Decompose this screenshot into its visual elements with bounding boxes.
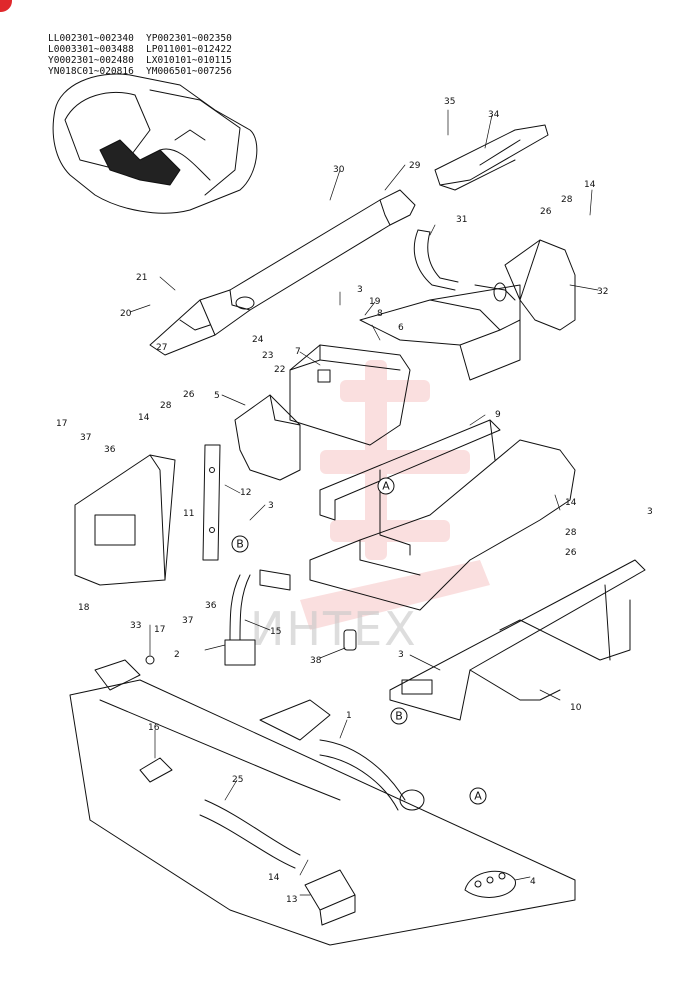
part-plate-18 xyxy=(74,454,176,586)
callout-3: 3 xyxy=(268,501,274,511)
serial-range: YN018C01~020816 xyxy=(48,66,134,77)
callout-9: 9 xyxy=(495,410,501,420)
part-bracket-assembly-6-7-8 xyxy=(289,284,521,446)
part-cover-34 xyxy=(434,124,549,191)
callout-12: 12 xyxy=(240,488,251,498)
serial-range: Y0002301~002480 xyxy=(48,55,134,66)
callout-21: 21 xyxy=(136,273,147,283)
watermark-text: ИНТЕХ xyxy=(250,602,418,656)
svg-text:B: B xyxy=(395,710,403,723)
callout-36: 36 xyxy=(205,601,217,611)
callout-15: 15 xyxy=(270,627,281,637)
callout-16: 16 xyxy=(148,723,160,733)
part-duct-5 xyxy=(234,394,301,481)
callout-28: 28 xyxy=(565,528,577,538)
callout-5: 5 xyxy=(214,391,220,401)
callout-10: 10 xyxy=(570,703,582,713)
reference-marker-b-1: B xyxy=(231,535,249,553)
callout-1: 1 xyxy=(346,711,352,721)
callout-7: 7 xyxy=(295,347,301,357)
reference-marker-a-1: A xyxy=(377,477,395,495)
serial-number-ranges: LL002301~002340 YP002301~002350 L0003301… xyxy=(48,33,256,77)
callout-33: 33 xyxy=(130,621,141,631)
machine-overview-inset xyxy=(52,73,258,214)
callout-2: 2 xyxy=(174,650,180,660)
callout-24: 24 xyxy=(252,335,264,345)
callout-25: 25 xyxy=(232,775,243,785)
callout-37: 37 xyxy=(182,616,193,626)
reference-marker-a-2: A xyxy=(469,787,487,805)
callout-27: 27 xyxy=(156,343,167,353)
reference-marker-b-2: B xyxy=(390,707,408,725)
callout-37: 37 xyxy=(80,433,91,443)
callout-32: 32 xyxy=(597,287,608,297)
callout-17: 17 xyxy=(56,419,67,429)
serial-range: L0003301~003488 xyxy=(48,44,134,55)
part-cover-29 xyxy=(149,189,416,356)
leader-lines xyxy=(129,109,599,896)
callout-14: 14 xyxy=(138,413,150,423)
callout-20: 20 xyxy=(120,309,132,319)
callout-8: 8 xyxy=(377,309,383,319)
callout-35: 35 xyxy=(444,97,455,107)
callout-3: 3 xyxy=(357,285,363,295)
callout-14: 14 xyxy=(268,873,280,883)
callout-labels: 35 34 30 29 14 28 26 31 32 21 20 3 19 8 … xyxy=(56,97,653,905)
serial-range: LP011001~012422 xyxy=(146,44,232,55)
serial-range: YM006501~007256 xyxy=(146,66,232,77)
part-frame-9 xyxy=(319,419,501,556)
serial-range: LL002301~002340 xyxy=(48,33,134,44)
callout-26: 26 xyxy=(565,548,577,558)
callout-28: 28 xyxy=(561,195,573,205)
part-bracket-15 xyxy=(224,569,291,666)
callout-4: 4 xyxy=(530,877,536,887)
serial-range: LX010101~010115 xyxy=(146,55,232,66)
callout-19: 19 xyxy=(369,297,381,307)
part-chassis-plate xyxy=(309,439,576,611)
svg-text:A: A xyxy=(474,790,482,803)
part-38 xyxy=(343,629,357,651)
part-lamp-33 xyxy=(94,655,155,691)
svg-text:A: A xyxy=(382,480,390,493)
callout-26: 26 xyxy=(183,390,195,400)
callout-29: 29 xyxy=(409,161,421,171)
callout-11: 11 xyxy=(183,509,194,519)
part-hose-25 xyxy=(199,799,301,869)
callout-31: 31 xyxy=(456,215,467,225)
callout-30: 30 xyxy=(333,165,345,175)
part-16 xyxy=(139,757,173,783)
callout-22: 22 xyxy=(274,365,285,375)
part-filter-32 xyxy=(474,239,576,331)
callout-26: 26 xyxy=(540,207,552,217)
callout-3: 3 xyxy=(398,650,404,660)
serial-range: YP002301~002350 xyxy=(146,33,232,44)
callout-6: 6 xyxy=(398,323,404,333)
part-bracket-13 xyxy=(304,869,356,926)
callout-14: 14 xyxy=(584,180,596,190)
callout-13: 13 xyxy=(286,895,297,905)
svg-text:B: B xyxy=(236,538,244,551)
callout-34: 34 xyxy=(488,110,500,120)
callout-18: 18 xyxy=(78,603,90,613)
callout-14: 14 xyxy=(565,498,577,508)
callout-17: 17 xyxy=(154,625,165,635)
callout-3: 3 xyxy=(647,507,653,517)
callout-28: 28 xyxy=(160,401,172,411)
part-grommet-4 xyxy=(464,870,516,898)
callout-23: 23 xyxy=(262,351,273,361)
callout-36: 36 xyxy=(104,445,116,455)
part-floor-plate xyxy=(69,679,576,946)
part-hose-31 xyxy=(413,229,459,291)
watermark-logo xyxy=(300,360,490,630)
callout-38: 38 xyxy=(310,656,322,666)
part-hose-1 xyxy=(319,739,425,811)
part-bracket-12 xyxy=(202,444,221,561)
